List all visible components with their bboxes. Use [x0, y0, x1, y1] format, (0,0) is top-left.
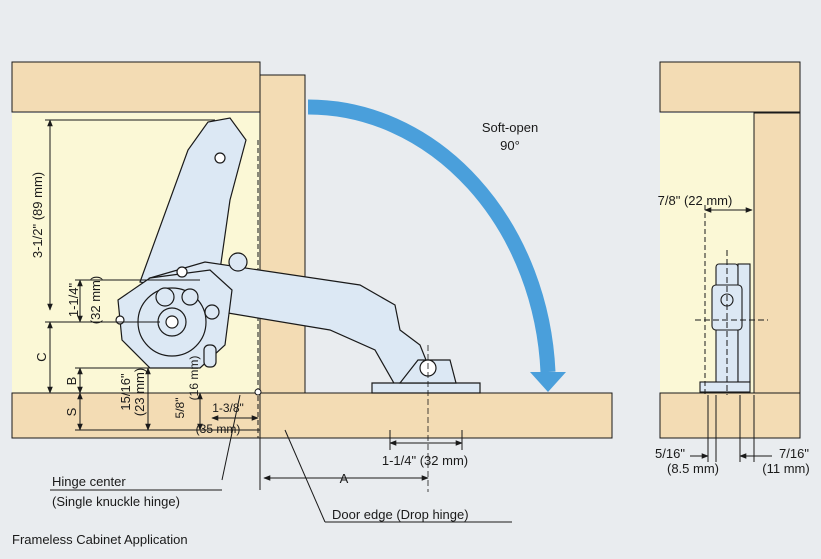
dim-15-16: 15/16"	[118, 373, 133, 411]
side-top-panel	[659, 61, 801, 113]
dim-label-a: A	[340, 471, 349, 486]
dim-label-s: S	[64, 407, 79, 416]
hinge-slot	[203, 344, 217, 368]
dim-5-8: 5/8"	[173, 398, 187, 419]
soft-open-arrowhead	[530, 372, 566, 392]
dim-label-b: B	[64, 377, 79, 386]
dim-height-1-1-4: 1-1/4"	[66, 282, 81, 317]
hinge-cup-center	[165, 315, 179, 329]
cabinet-top-panel	[11, 61, 261, 113]
side-dim-7-16: 7/16"	[779, 446, 809, 461]
hinge-mechanism	[115, 117, 481, 394]
side-dim-8-5mm: (8.5 mm)	[667, 461, 719, 476]
side-dim-22mm: 7/8" (22 mm)	[658, 193, 733, 208]
dim-height-32mm: (32 mm)	[88, 276, 103, 324]
soft-open-angle: 90°	[500, 138, 520, 153]
door-edge-label: Door edge (Drop hinge)	[332, 507, 469, 522]
door-panel	[259, 74, 306, 394]
door-panel-open	[259, 392, 613, 439]
dim-plate-width: 1-1/4" (32 mm)	[382, 453, 468, 468]
hinge-screw-3	[204, 304, 220, 320]
dim-label-c: C	[34, 352, 49, 361]
dim-16mm: (16 mm)	[187, 356, 201, 401]
hinge-pivot-1	[214, 152, 226, 164]
dim-1-3-8: 1-3/8"	[212, 401, 244, 415]
hinge-screw-2	[181, 288, 199, 306]
hinge-screw-1	[155, 287, 175, 307]
hinge-cup-pin	[115, 315, 125, 325]
side-dim-11mm: (11 mm)	[762, 461, 809, 476]
dim-height-total: 3-1/2" (89 mm)	[30, 172, 45, 258]
soft-open-label: Soft-open	[482, 120, 538, 135]
hinge-center-label: Hinge center	[52, 474, 126, 489]
mounting-plate	[371, 382, 481, 394]
soft-open-arrow	[307, 99, 556, 373]
figure-caption: Frameless Cabinet Application	[12, 532, 188, 547]
side-door-panel	[753, 112, 801, 394]
side-bottom-panel	[659, 392, 801, 439]
hinge-center-sublabel: (Single knuckle hinge)	[52, 494, 180, 509]
dim-35mm: (35 mm)	[196, 422, 241, 436]
side-hinge-base	[699, 381, 751, 393]
hinge-center-dot	[254, 388, 262, 396]
hinge-adjust-screw	[228, 252, 248, 272]
side-dim-5-16: 5/16"	[655, 446, 685, 461]
hinge-pivot-2	[176, 266, 188, 278]
dim-23mm: (23 mm)	[132, 368, 147, 416]
